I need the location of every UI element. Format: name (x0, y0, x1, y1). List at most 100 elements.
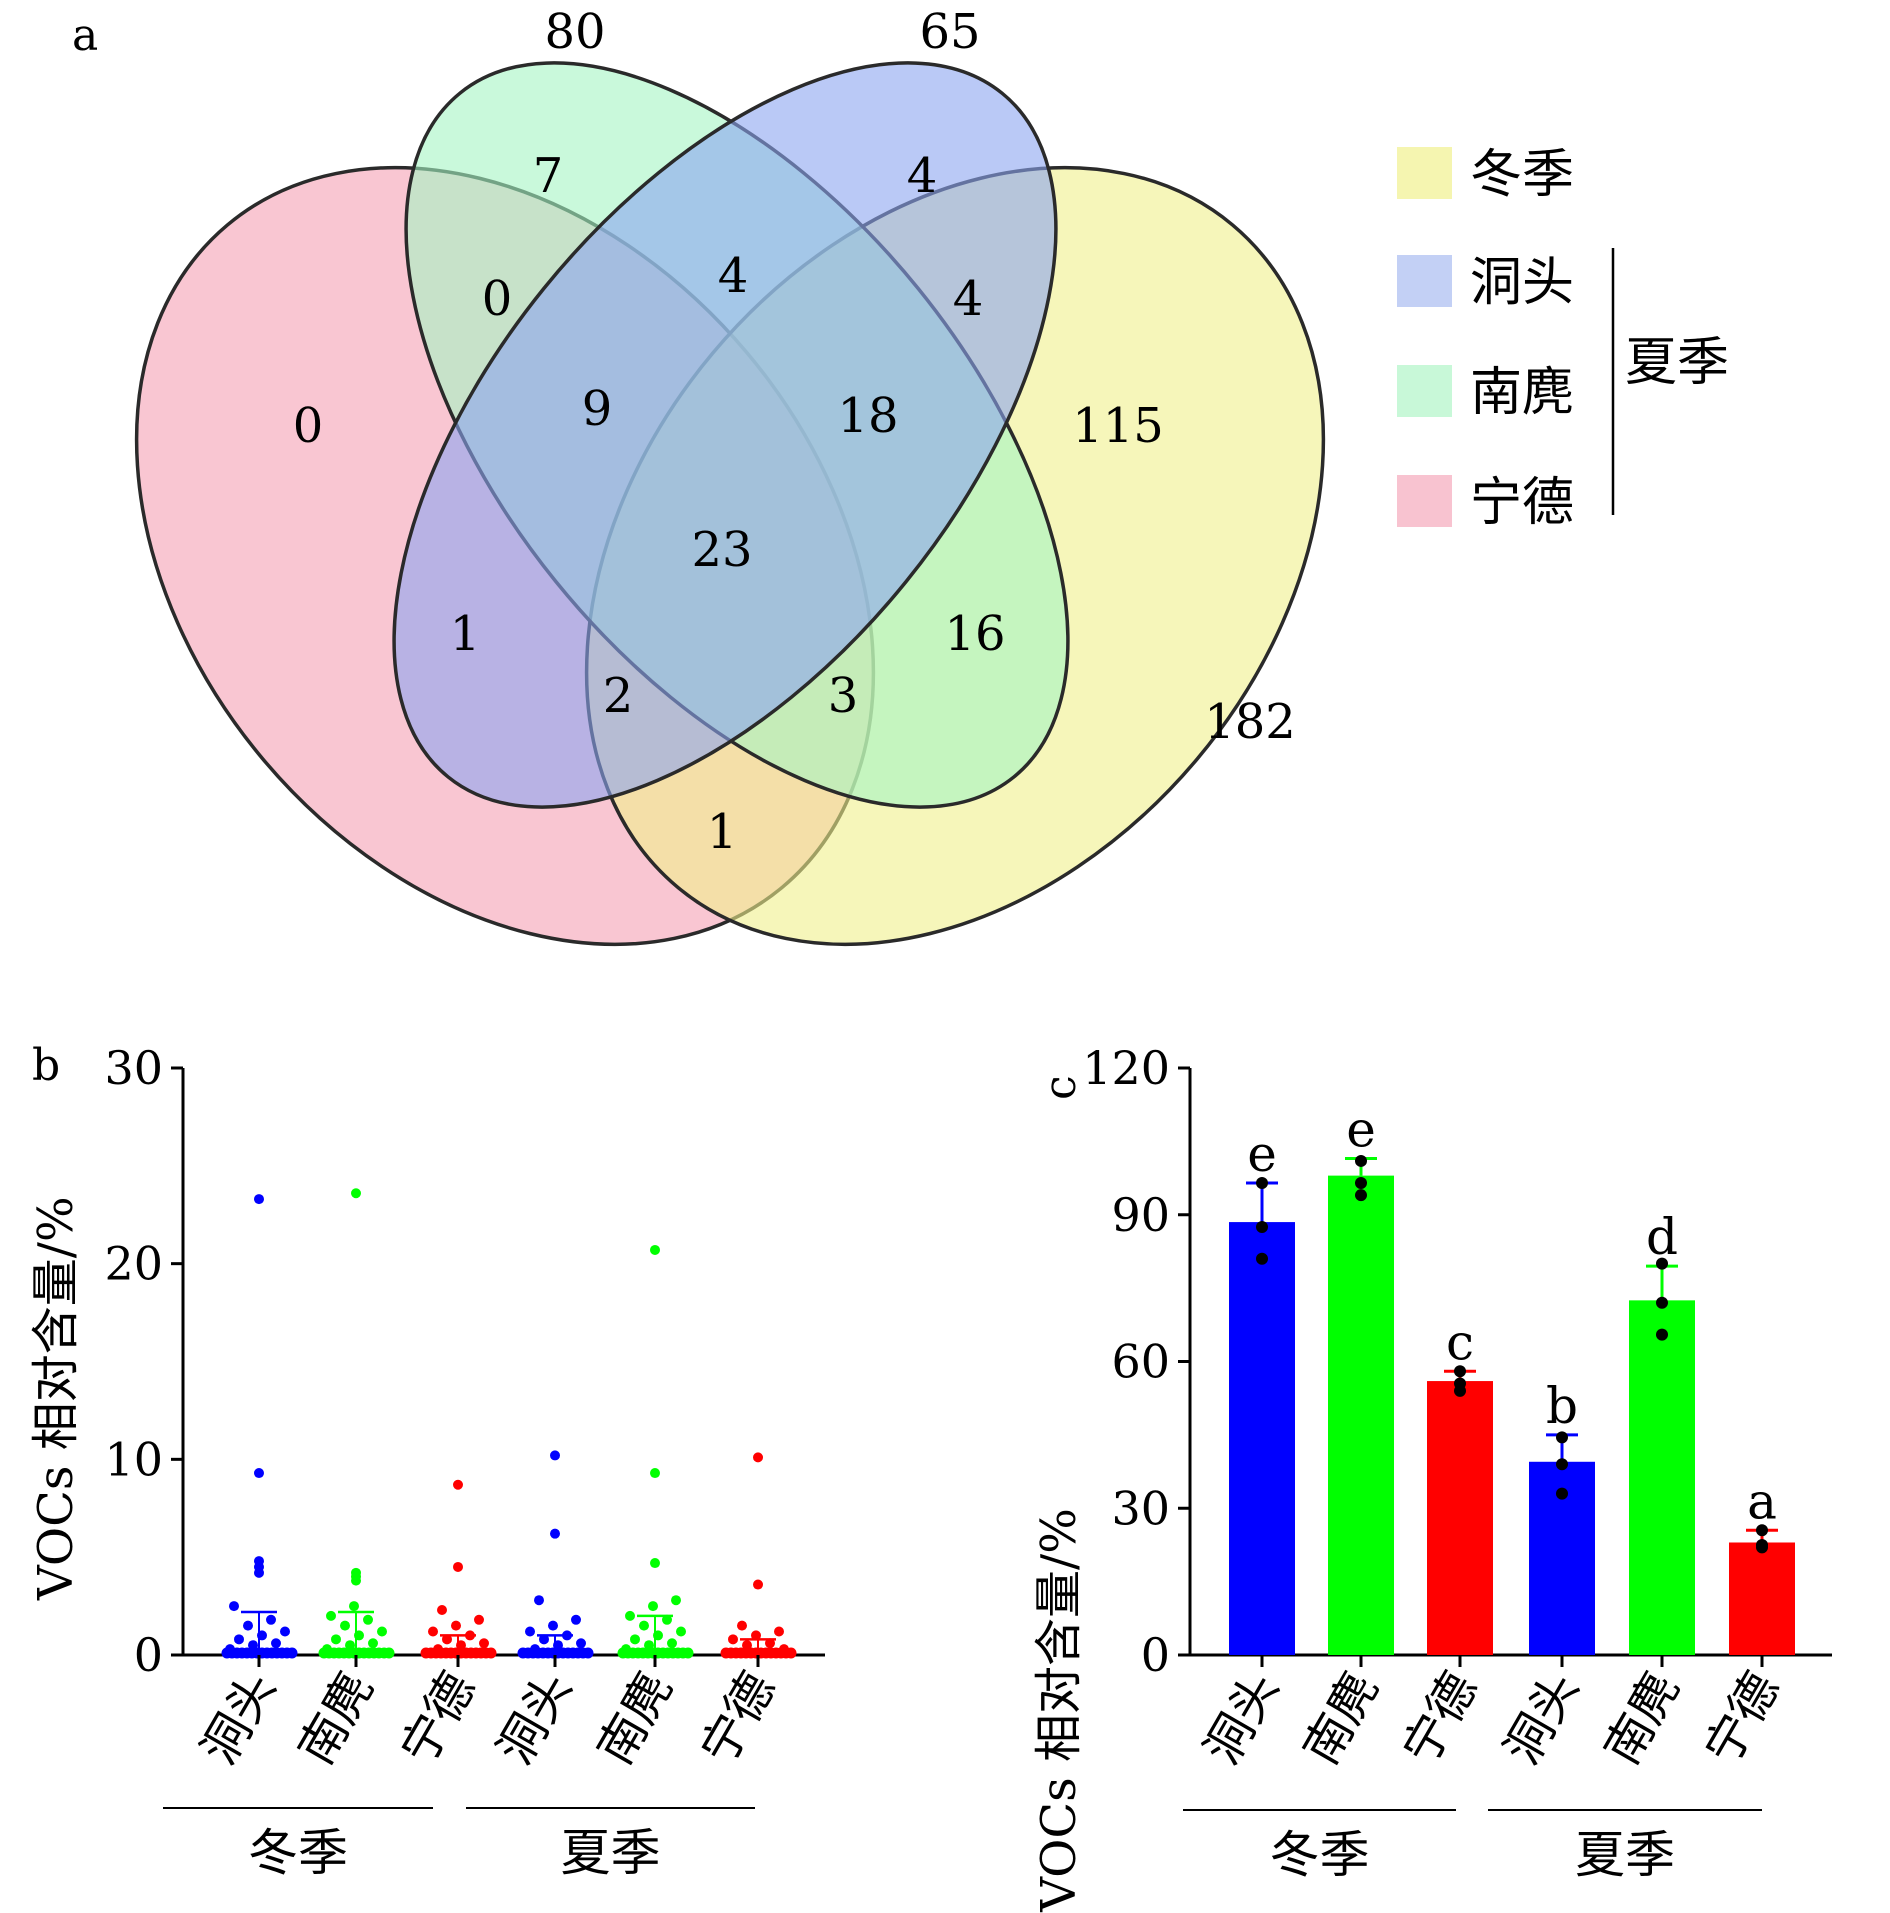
chart-c-replicate-point (1556, 1431, 1568, 1444)
chart-b-x-tick-label: 南麂 (288, 1663, 385, 1774)
chart-b-point (667, 1638, 677, 1649)
legend-swatch-dongtou (1397, 255, 1452, 307)
chart-b-point (271, 1638, 281, 1649)
chart-c-y-tick-label: 120 (1082, 1041, 1170, 1095)
chart-b-point (650, 1244, 660, 1255)
chart-b-point (785, 1647, 797, 1659)
chart-b-point (650, 1468, 660, 1479)
chart-b-point (437, 1604, 447, 1615)
legend-label-nanlu: 南麂 (1470, 363, 1574, 423)
chart-b-point (571, 1614, 581, 1625)
chart-b-point (539, 1634, 549, 1645)
chart-b-point (254, 1468, 264, 1479)
venn-count: 7 (533, 148, 564, 204)
chart-b-point (428, 1626, 438, 1637)
chart-c-y-tick-label: 30 (1111, 1481, 1170, 1535)
chart-b-x-tick-label: 南麂 (587, 1663, 684, 1774)
chart-b-point (534, 1595, 544, 1606)
dot-plot-panel: b VOCs 相对含量/% 0102030洞头南麂宁德洞头南麂宁德冬季夏季 (28, 1040, 825, 1882)
chart-b-point (442, 1634, 452, 1645)
chart-b-point (368, 1638, 378, 1649)
chart-b-point (377, 1626, 387, 1637)
chart-b-point (266, 1614, 276, 1625)
venn-count: 23 (691, 522, 752, 578)
chart-c-x-tick-label: 洞头 (1494, 1663, 1591, 1774)
chart-c-bar (1427, 1381, 1493, 1655)
chart-b-point (582, 1647, 594, 1659)
chart-b-point (753, 1452, 763, 1463)
chart-c-y-tick-label: 90 (1111, 1188, 1170, 1242)
venn-count: 16 (944, 606, 1005, 662)
chart-c-group-label: 夏季 (1575, 1826, 1675, 1884)
chart-c-replicate-point (1656, 1328, 1668, 1341)
chart-b-point (363, 1614, 373, 1625)
chart-b-point (550, 1450, 560, 1461)
chart-b-x-tick-label: 宁德 (690, 1663, 787, 1774)
venn-count: 4 (953, 271, 984, 327)
chart-b-point (650, 1558, 660, 1569)
chart-b-point (625, 1610, 635, 1621)
chart-b-point (479, 1638, 489, 1649)
venn-total-dongtou: 65 (919, 4, 980, 60)
chart-b-point (453, 1561, 463, 1572)
chart-c-replicate-point (1756, 1524, 1768, 1537)
chart-c-replicate-point (1454, 1384, 1466, 1397)
legend-swatch-ningde (1397, 475, 1452, 527)
chart-b-point (340, 1620, 350, 1631)
chart-b-point (548, 1620, 558, 1631)
venn-count: 0 (482, 271, 513, 327)
chart-c-x-tick-label: 南麂 (1293, 1663, 1390, 1774)
chart-c-replicate-point (1756, 1541, 1768, 1554)
panel-c-label: c (1035, 1075, 1086, 1100)
chart-b-point (630, 1634, 640, 1645)
chart-b-x-tick-label: 宁德 (390, 1663, 487, 1774)
chart-b-point (331, 1634, 341, 1645)
chart-b-group-label: 夏季 (561, 1824, 661, 1882)
chart-b-point (453, 1479, 463, 1490)
legend-summer-group: 夏季 (1625, 333, 1729, 393)
chart-b-point (286, 1647, 298, 1659)
chart-b-point (774, 1626, 784, 1637)
chart-b-group-label: 冬季 (248, 1824, 348, 1882)
venn-total-winter: 182 (1204, 694, 1296, 750)
venn-count: 3 (828, 668, 859, 724)
venn-legend: 冬季 洞头 南麂 宁德 夏季 (1397, 145, 1729, 533)
chart-b-point (474, 1614, 484, 1625)
chart-b-point (243, 1620, 253, 1631)
chart-b-point (254, 1567, 264, 1578)
venn-panel: a 80 65 182 0 7 4 115 0 4 4 9 18 23 1 16… (72, 4, 1729, 947)
chart-b-plot: 0102030洞头南麂宁德洞头南麂宁德冬季夏季 (104, 1041, 825, 1882)
chart-b-point (326, 1610, 336, 1621)
panel-a-label: a (72, 10, 98, 61)
venn-count: 0 (293, 398, 324, 454)
chart-c-bar (1629, 1300, 1695, 1655)
venn-count: 9 (582, 381, 613, 437)
chart-b-point (550, 1528, 560, 1539)
chart-c-significance-letter: b (1546, 1377, 1578, 1435)
venn-set-dongtou (392, 61, 1058, 809)
chart-b-point (742, 1640, 752, 1651)
chart-b-point (576, 1638, 586, 1649)
chart-b-point (682, 1647, 694, 1659)
chart-b-y-tick-label: 10 (104, 1432, 163, 1486)
chart-c-bar (1729, 1542, 1795, 1655)
chart-c-significance-letter: d (1646, 1208, 1678, 1266)
venn-count: 4 (907, 148, 938, 204)
chart-b-point (671, 1595, 681, 1606)
chart-b-point (351, 1188, 361, 1199)
legend-swatch-winter (1397, 147, 1452, 199)
legend-swatch-nanlu (1397, 365, 1452, 417)
chart-c-replicate-point (1556, 1487, 1568, 1500)
legend-label-ningde: 宁德 (1470, 473, 1574, 533)
chart-b-point (751, 1630, 761, 1641)
chart-b-point (765, 1638, 775, 1649)
chart-c-replicate-point (1355, 1189, 1367, 1202)
chart-b-point (349, 1601, 359, 1612)
chart-c-bar (1229, 1222, 1295, 1655)
chart-b-y-tick-label: 30 (104, 1041, 163, 1095)
chart-b-point (234, 1634, 244, 1645)
chart-c-bar (1328, 1175, 1394, 1655)
chart-b-point (280, 1626, 290, 1637)
